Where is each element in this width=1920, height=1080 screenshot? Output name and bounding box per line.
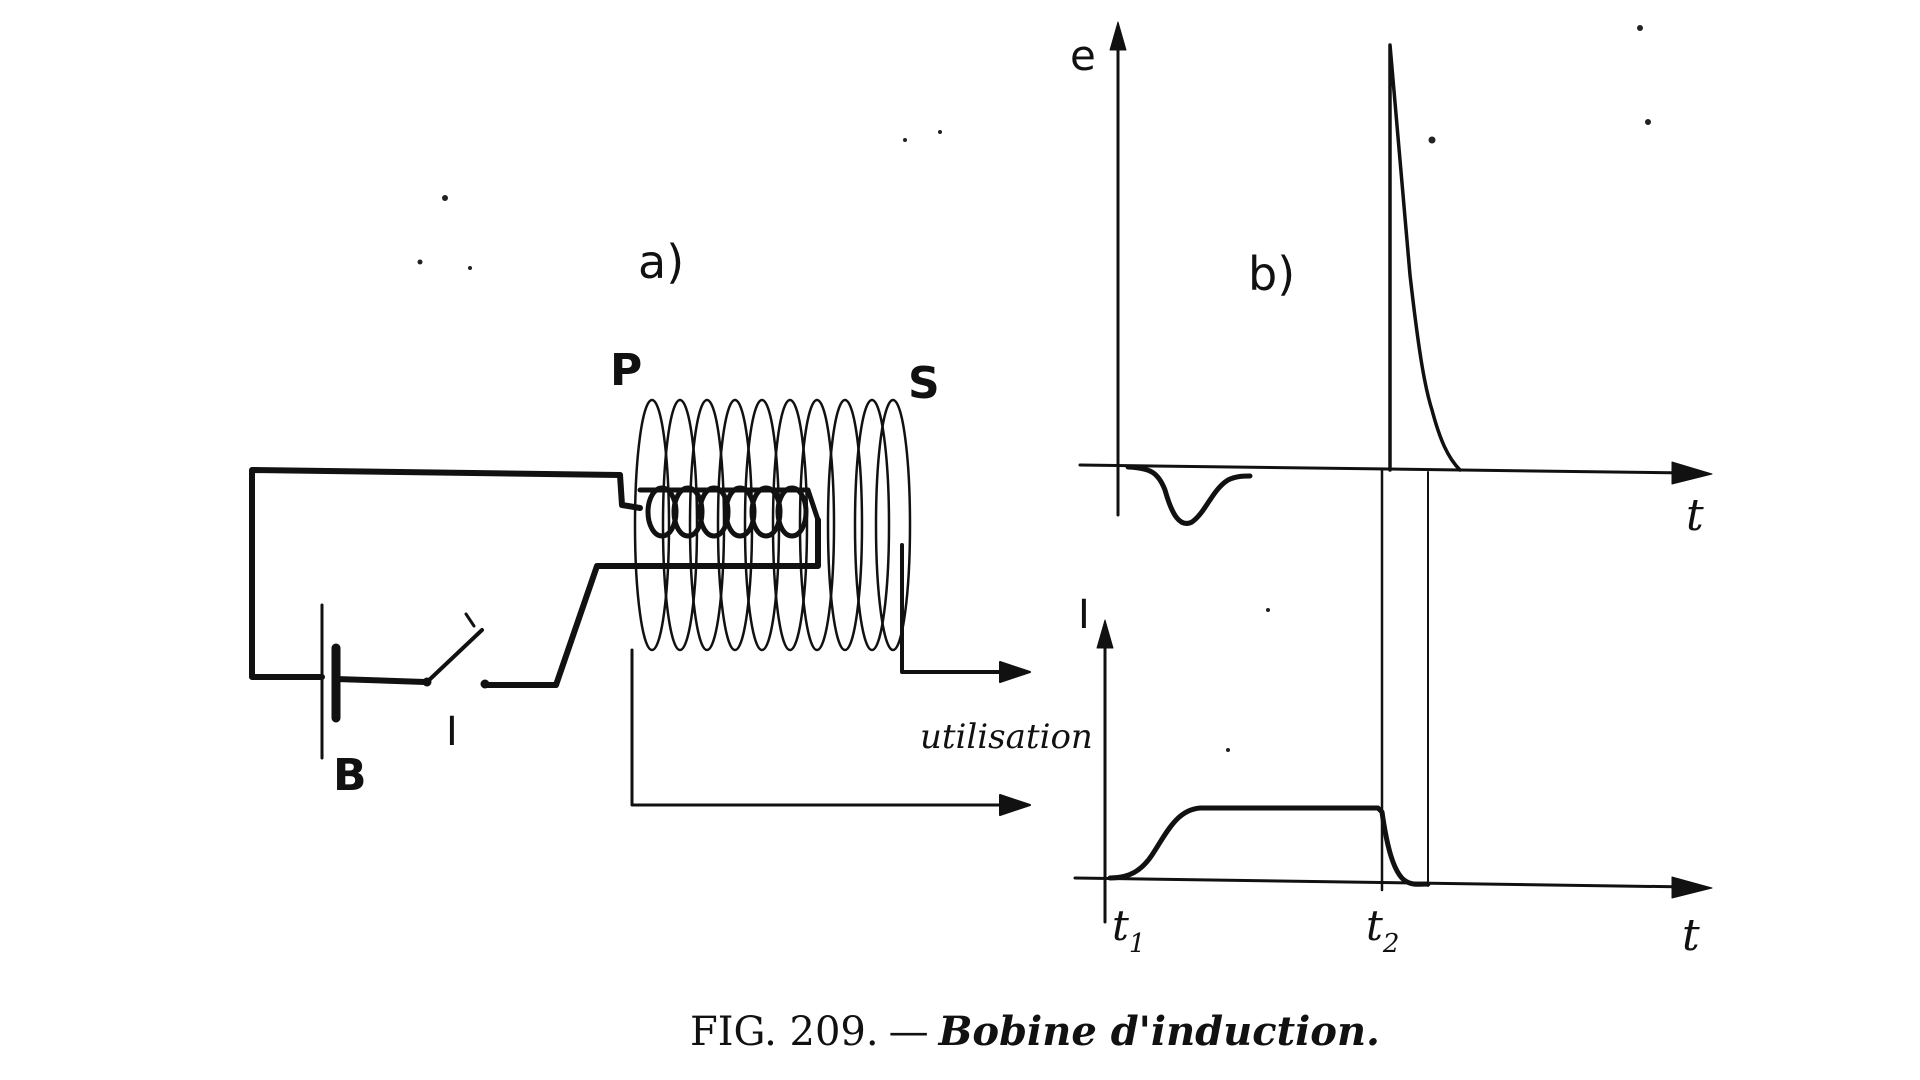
secondary-output-lower — [630, 648, 1022, 807]
t1-label-main: t — [1112, 901, 1129, 950]
caption-title: Bobine d'induction. — [938, 1008, 1380, 1055]
bottom-graph-x-arrow — [1671, 876, 1713, 899]
t2-label-sub: 2 — [1382, 929, 1400, 959]
top-graph-x-arrow — [1671, 461, 1713, 485]
battery-label: B — [333, 750, 367, 801]
t2-label-main: t — [1366, 901, 1383, 950]
switch-label: I — [446, 709, 458, 755]
panel-a-label: a) — [638, 235, 684, 289]
scan-specks — [417, 25, 1651, 752]
t1-label: t1 — [1112, 901, 1145, 959]
switch-to-coil-wire — [482, 517, 821, 688]
caption-dash: — — [889, 1009, 929, 1055]
bottom-graph-y-arrow — [1096, 619, 1114, 649]
primary-coil — [645, 485, 809, 539]
bottom-graph-x-label: t — [1682, 910, 1700, 961]
emf-spike — [1388, 43, 1462, 472]
panel-b-graphs — [1073, 21, 1713, 924]
top-graph-y-arrow — [1109, 21, 1127, 51]
top-graph-x-axis — [1078, 463, 1692, 475]
switch-blade-tick — [464, 612, 476, 628]
panel-a-circuit — [249, 398, 1031, 816]
bottom-graph-y-label: I — [1078, 592, 1090, 638]
panel-b-label: b) — [1248, 247, 1295, 301]
emf-negative-pulse — [1125, 464, 1253, 526]
top-graph-y-label: e — [1070, 31, 1096, 80]
figure-caption: FIG. 209. — Bobine d'induction. — [690, 1008, 1380, 1055]
switch-blade — [425, 628, 484, 684]
primary-circuit-wire — [249, 467, 623, 680]
top-graph-x-label: t — [1686, 490, 1704, 541]
output-label: utilisation — [920, 717, 1093, 757]
secondary-label: S — [908, 358, 940, 409]
secondary-output-upper-arrow — [999, 661, 1031, 683]
battery-to-switch-wire — [333, 676, 428, 685]
t2-label: t2 — [1366, 901, 1399, 959]
t1-label-sub: 1 — [1129, 929, 1146, 959]
secondary-output-lower-arrow — [999, 794, 1031, 816]
primary-label: P — [610, 345, 642, 396]
primary-coil-top-wire — [637, 487, 821, 523]
secondary-output-upper — [900, 543, 1022, 674]
current-curve — [1107, 805, 1431, 887]
caption-number: FIG. 209. — [690, 1009, 879, 1055]
